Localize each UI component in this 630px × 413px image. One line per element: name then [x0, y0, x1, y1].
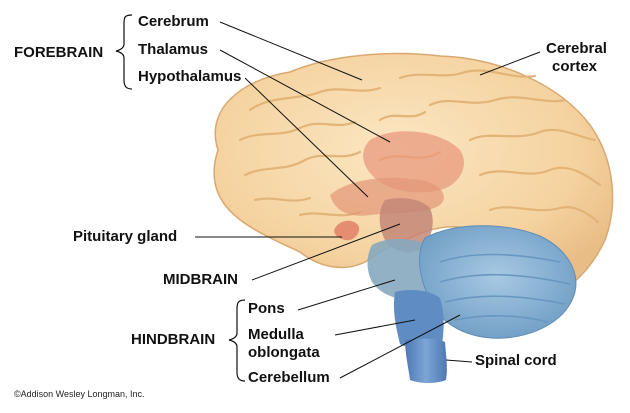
leader-cerebellum: [339, 314, 461, 379]
thalamus-shape: [363, 131, 464, 193]
pons-label: Pons: [248, 300, 285, 317]
leader-thalamus: [219, 49, 391, 143]
cerebrum-label: Cerebrum: [138, 13, 209, 30]
leader-cerebrum: [219, 21, 363, 81]
cerebral-cortex-label-line2: cortex: [552, 58, 598, 75]
leader-medulla: [334, 319, 416, 336]
leader-hypothalamus: [244, 77, 369, 198]
thalamus-label: Thalamus: [138, 41, 209, 58]
midbrain-label: MIDBRAIN: [163, 271, 238, 288]
copyright-text: ©Addison Wesley Longman, Inc.: [14, 389, 145, 399]
forebrain-label: FOREBRAIN: [14, 44, 104, 61]
leader-cerebral-cortex: [479, 51, 541, 76]
hypothalamus-label: Hypothalamus: [138, 68, 242, 85]
pituitary-shape: [334, 220, 360, 241]
leader-pons: [297, 279, 396, 311]
hindbrain-bracket: [228, 299, 246, 382]
pituitary-gland-label: Pituitary gland: [73, 228, 178, 245]
hindbrain-label: HINDBRAIN: [131, 331, 216, 348]
medulla-label-line1: Medulla: [248, 326, 304, 343]
leader-midbrain: [251, 223, 401, 281]
medulla-shape: [393, 290, 444, 349]
cerebellum-label: Cerebellum: [248, 369, 330, 386]
cerebral-cortex-label-line1: Cerebral: [546, 40, 607, 57]
cerebellum-folia: [439, 253, 571, 323]
midbrain-shape: [379, 198, 433, 253]
leader-spinal-cord: [445, 359, 473, 363]
spinal-cord-shape: [405, 338, 447, 383]
medulla-label-line2: oblongata: [248, 344, 320, 361]
spinal-cord-label: Spinal cord: [475, 352, 557, 369]
forebrain-bracket: [115, 14, 133, 90]
leader-lines: [195, 21, 541, 379]
